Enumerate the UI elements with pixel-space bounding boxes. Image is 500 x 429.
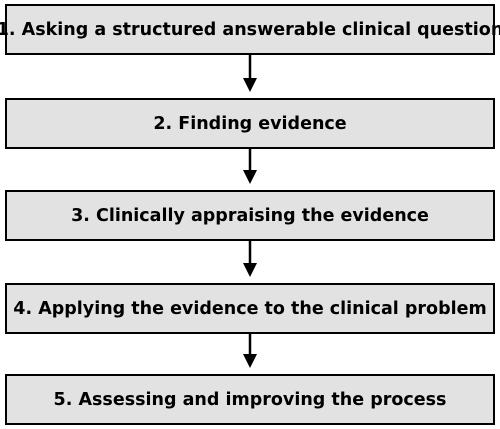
- step-box-3: 3. Clinically appraising the evidence: [5, 190, 495, 241]
- arrow-4-to-5: [243, 334, 257, 368]
- arrow-1-to-2: [243, 55, 257, 92]
- step-label-5: 5. Assessing and improving the process: [53, 389, 447, 410]
- step-label-4: 4. Applying the evidence to the clinical…: [13, 298, 487, 319]
- arrow-2-to-3: [243, 149, 257, 184]
- step-label-3: 3. Clinically appraising the evidence: [71, 205, 429, 226]
- step-label-2: 2. Finding evidence: [153, 113, 347, 134]
- step-box-5: 5. Assessing and improving the process: [5, 374, 495, 425]
- step-box-1: 1. Asking a structured answerable clinic…: [0, 4, 500, 55]
- step-label-1: 1. Asking a structured answerable clinic…: [0, 19, 500, 40]
- arrow-3-to-4: [243, 241, 257, 277]
- step-box-4: 4. Applying the evidence to the clinical…: [5, 283, 495, 334]
- step-box-2: 2. Finding evidence: [5, 98, 495, 149]
